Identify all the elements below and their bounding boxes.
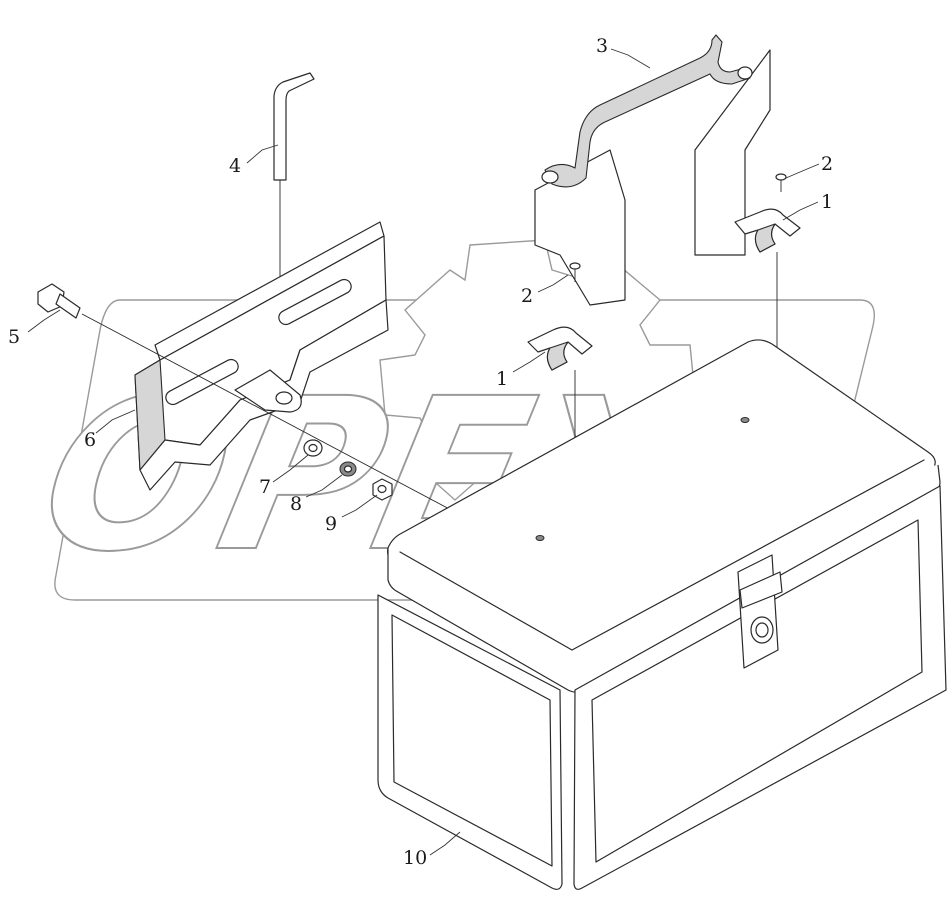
callout-labels: 1 1 2 2 3 4 5 6 7 8 9 10 (8, 35, 833, 869)
part-8-spring-washer (339, 461, 357, 477)
part-1-clamp-left (527, 326, 593, 371)
callout-2-right: 2 (821, 153, 833, 175)
part-7-flat-washer (303, 439, 323, 457)
callout-7: 7 (259, 476, 271, 498)
callout-4: 4 (229, 155, 241, 177)
callout-6: 6 (84, 429, 96, 451)
callout-9: 9 (325, 513, 337, 535)
part-5-bolt (37, 283, 456, 513)
leader-lines (27, 48, 820, 856)
callout-3: 3 (596, 35, 608, 57)
callout-8: 8 (290, 493, 302, 515)
callout-1-right: 1 (821, 191, 833, 213)
part-6-bracket (134, 221, 389, 491)
part-10-tool-box (377, 339, 947, 890)
callout-2-left: 2 (521, 285, 533, 307)
callout-10: 10 (403, 847, 427, 869)
part-3-handle-rod (534, 34, 771, 306)
callout-1-left: 1 (496, 368, 508, 390)
callout-5: 5 (8, 326, 20, 348)
part-9-nut (372, 478, 393, 501)
